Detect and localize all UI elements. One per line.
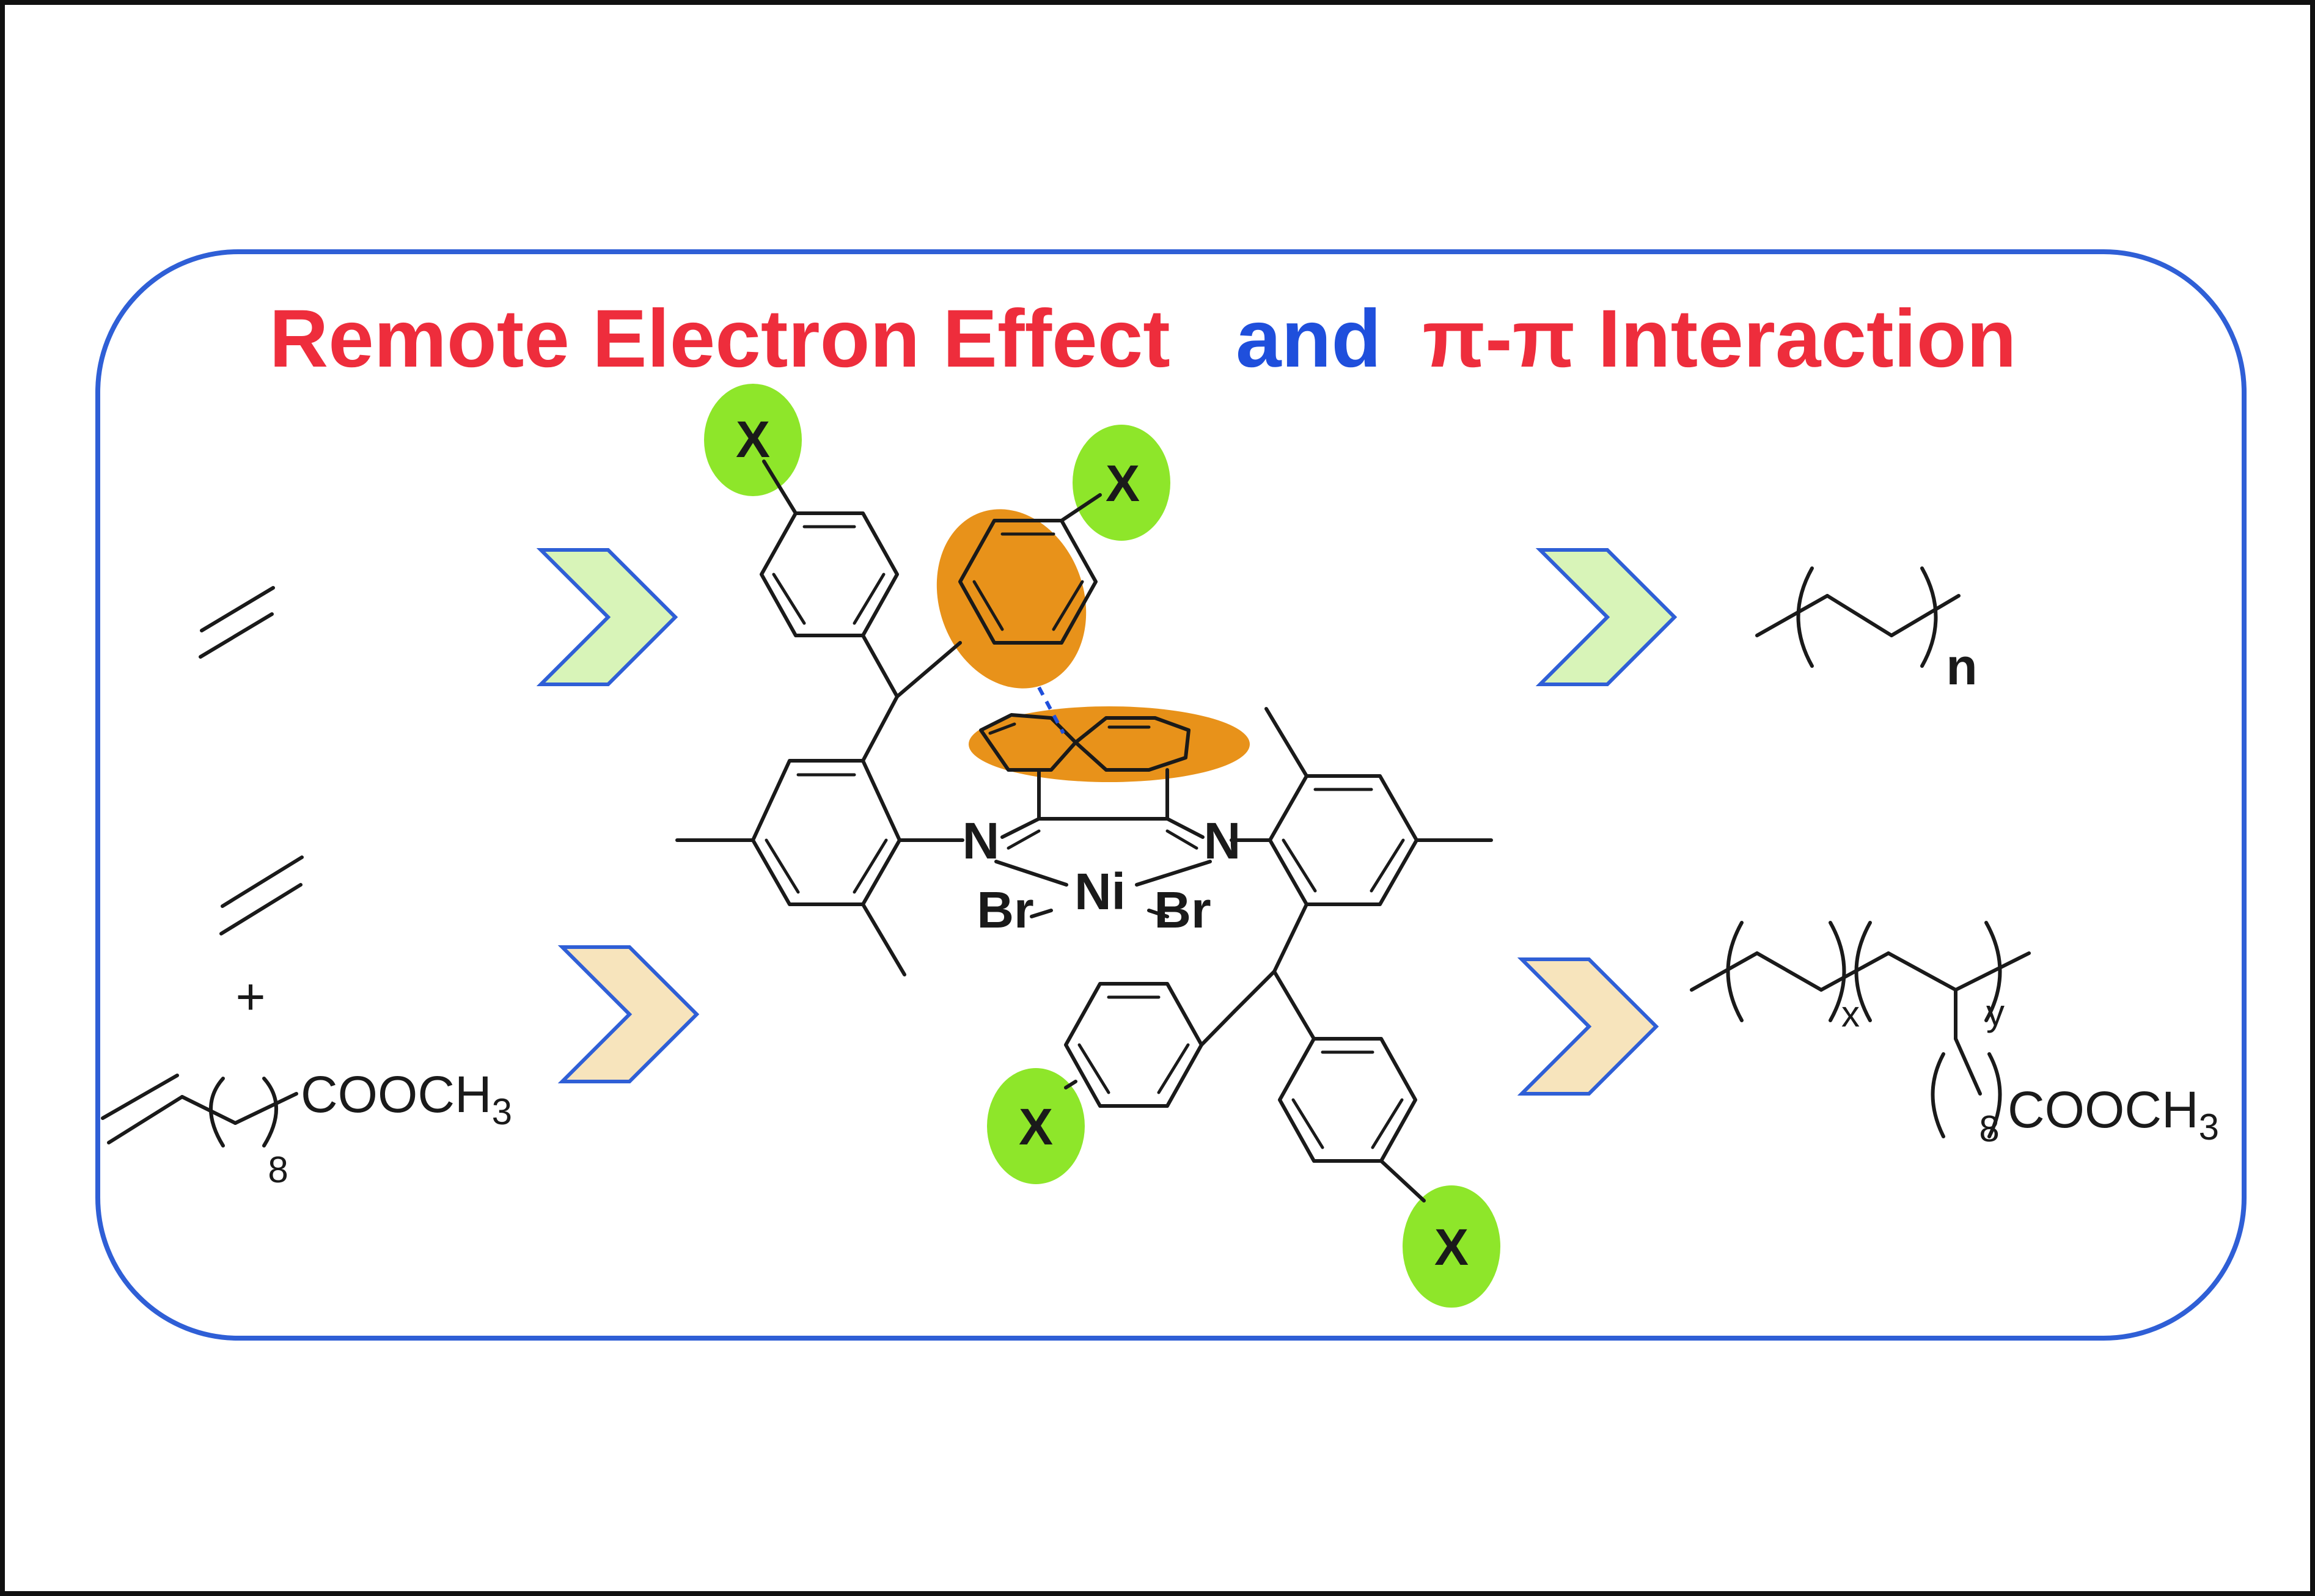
monomer-ester-label: COOCH [301, 1066, 492, 1123]
chevron-arrow-icon [1540, 550, 1675, 684]
monomer-repeat-number: 8 [268, 1149, 288, 1190]
copolymer-subscript-y: y [1986, 992, 2005, 1033]
ethylene-monomer-bottom [219, 855, 304, 935]
substituent-highlight [987, 1068, 1085, 1184]
title-part-and: and [1236, 293, 1381, 384]
catalyst-nitrogen-right: N [1204, 812, 1241, 869]
substituent-x-label: X [1434, 1218, 1469, 1276]
monomer-ester-group: COOCH3 [301, 1066, 512, 1132]
catalyst-nickel: Ni [1074, 863, 1126, 920]
side-chain-ester-subscript: 3 [2199, 1107, 2219, 1148]
side-chain-ester-label: COOCH [2008, 1081, 2199, 1138]
substituent-x-label: X [1019, 1098, 1053, 1155]
monomer-ester-subscript: 3 [492, 1091, 512, 1132]
nickel-catalyst [675, 384, 1500, 1308]
ethylene-monomer-top [199, 586, 275, 659]
substituent-highlight [1073, 425, 1170, 541]
substituent-highlight [1403, 1185, 1500, 1308]
chevron-arrow-icon [1522, 959, 1656, 1094]
catalyst-nitrogen-left: N [963, 812, 1000, 869]
substituent-highlight [704, 384, 802, 496]
side-chain-ester-group: COOCH3 [2008, 1081, 2219, 1148]
title-part-remote-effect: Remote Electron Effect [269, 293, 1170, 384]
methyl-undecenoate-monomer [101, 1074, 298, 1148]
scheme-frame [95, 249, 2247, 1341]
chevron-arrow-icon [541, 550, 675, 684]
substituent-x-label: X [1106, 455, 1140, 512]
plus-sign: + [235, 968, 265, 1025]
copolymer-subscript-x: x [1841, 994, 1860, 1034]
polyethylene-product [1755, 566, 1961, 668]
catalyst-bromine-left: Br [977, 881, 1033, 939]
side-chain-repeat-number: 8 [1979, 1108, 1999, 1149]
catalyst-bromine-right: Br [1154, 881, 1211, 939]
substituent-x-label: X [736, 411, 770, 468]
title-part-pi-pi: π-π Interaction [1423, 293, 2017, 384]
polyethylene-repeat-n: n [1946, 638, 1977, 695]
copolymer-product [1690, 921, 2031, 1138]
chevron-arrow-icon [562, 947, 697, 1082]
scheme-title: Remote Electron Effect and π-π Interacti… [269, 293, 2016, 384]
